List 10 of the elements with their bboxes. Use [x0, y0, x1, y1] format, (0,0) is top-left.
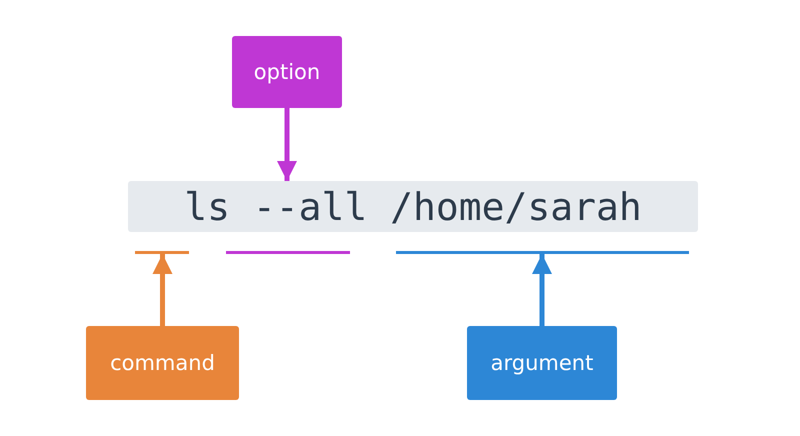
command-line-text: ls --all /home/sarah: [128, 181, 698, 232]
underline-bar: [226, 251, 350, 254]
option-label-box: option: [232, 36, 342, 108]
arrow: [532, 254, 552, 326]
underline-bar: [135, 251, 189, 254]
command-label-box: command: [86, 326, 239, 400]
underline-bar: [396, 251, 689, 254]
arrow: [152, 254, 172, 326]
argument-label-box: argument: [467, 326, 617, 400]
arrow: [277, 108, 297, 181]
